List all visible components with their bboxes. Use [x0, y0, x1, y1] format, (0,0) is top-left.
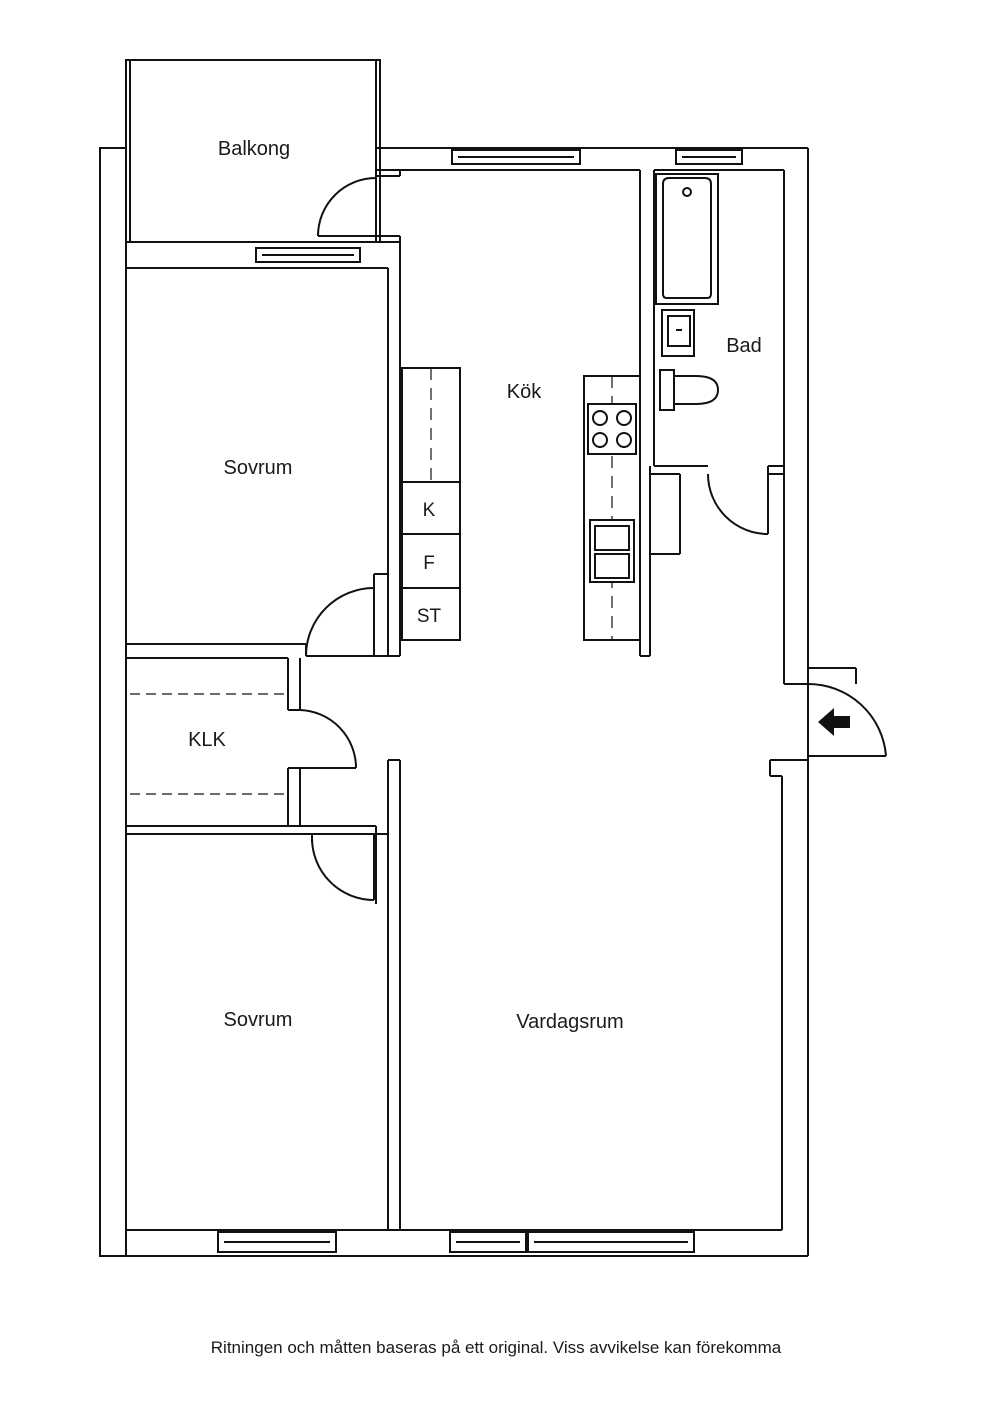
room-label-bad: Bad [726, 335, 762, 357]
room-label-klk: KLK [188, 729, 226, 751]
kitchen-unit-st: ST [417, 606, 442, 627]
kitchen-right-counter [583, 375, 641, 641]
closet-shelves [130, 693, 286, 795]
bathtub [655, 173, 719, 305]
disclaimer-text: Ritningen och måtten baseras på ett orig… [210, 1338, 782, 1357]
room-label-kok: Kök [507, 381, 542, 403]
kitchen-left-counter [401, 367, 461, 641]
outer-walls [99, 147, 857, 1257]
doors [299, 176, 887, 901]
interior-walls [126, 170, 784, 1230]
entrance-arrow-icon [818, 708, 850, 736]
room-label-sovrum-bottom: Sovrum [224, 1009, 293, 1031]
windows [217, 149, 743, 1253]
washbasin [661, 309, 695, 357]
room-label-balkong: Balkong [218, 138, 290, 160]
kitchen-unit-f: F [423, 553, 435, 574]
room-label-vardagsrum: Vardagsrum [516, 1011, 623, 1033]
toilet [659, 369, 720, 411]
kitchen-unit-k: K [423, 500, 436, 521]
room-label-sovrum-top: Sovrum [224, 457, 293, 479]
